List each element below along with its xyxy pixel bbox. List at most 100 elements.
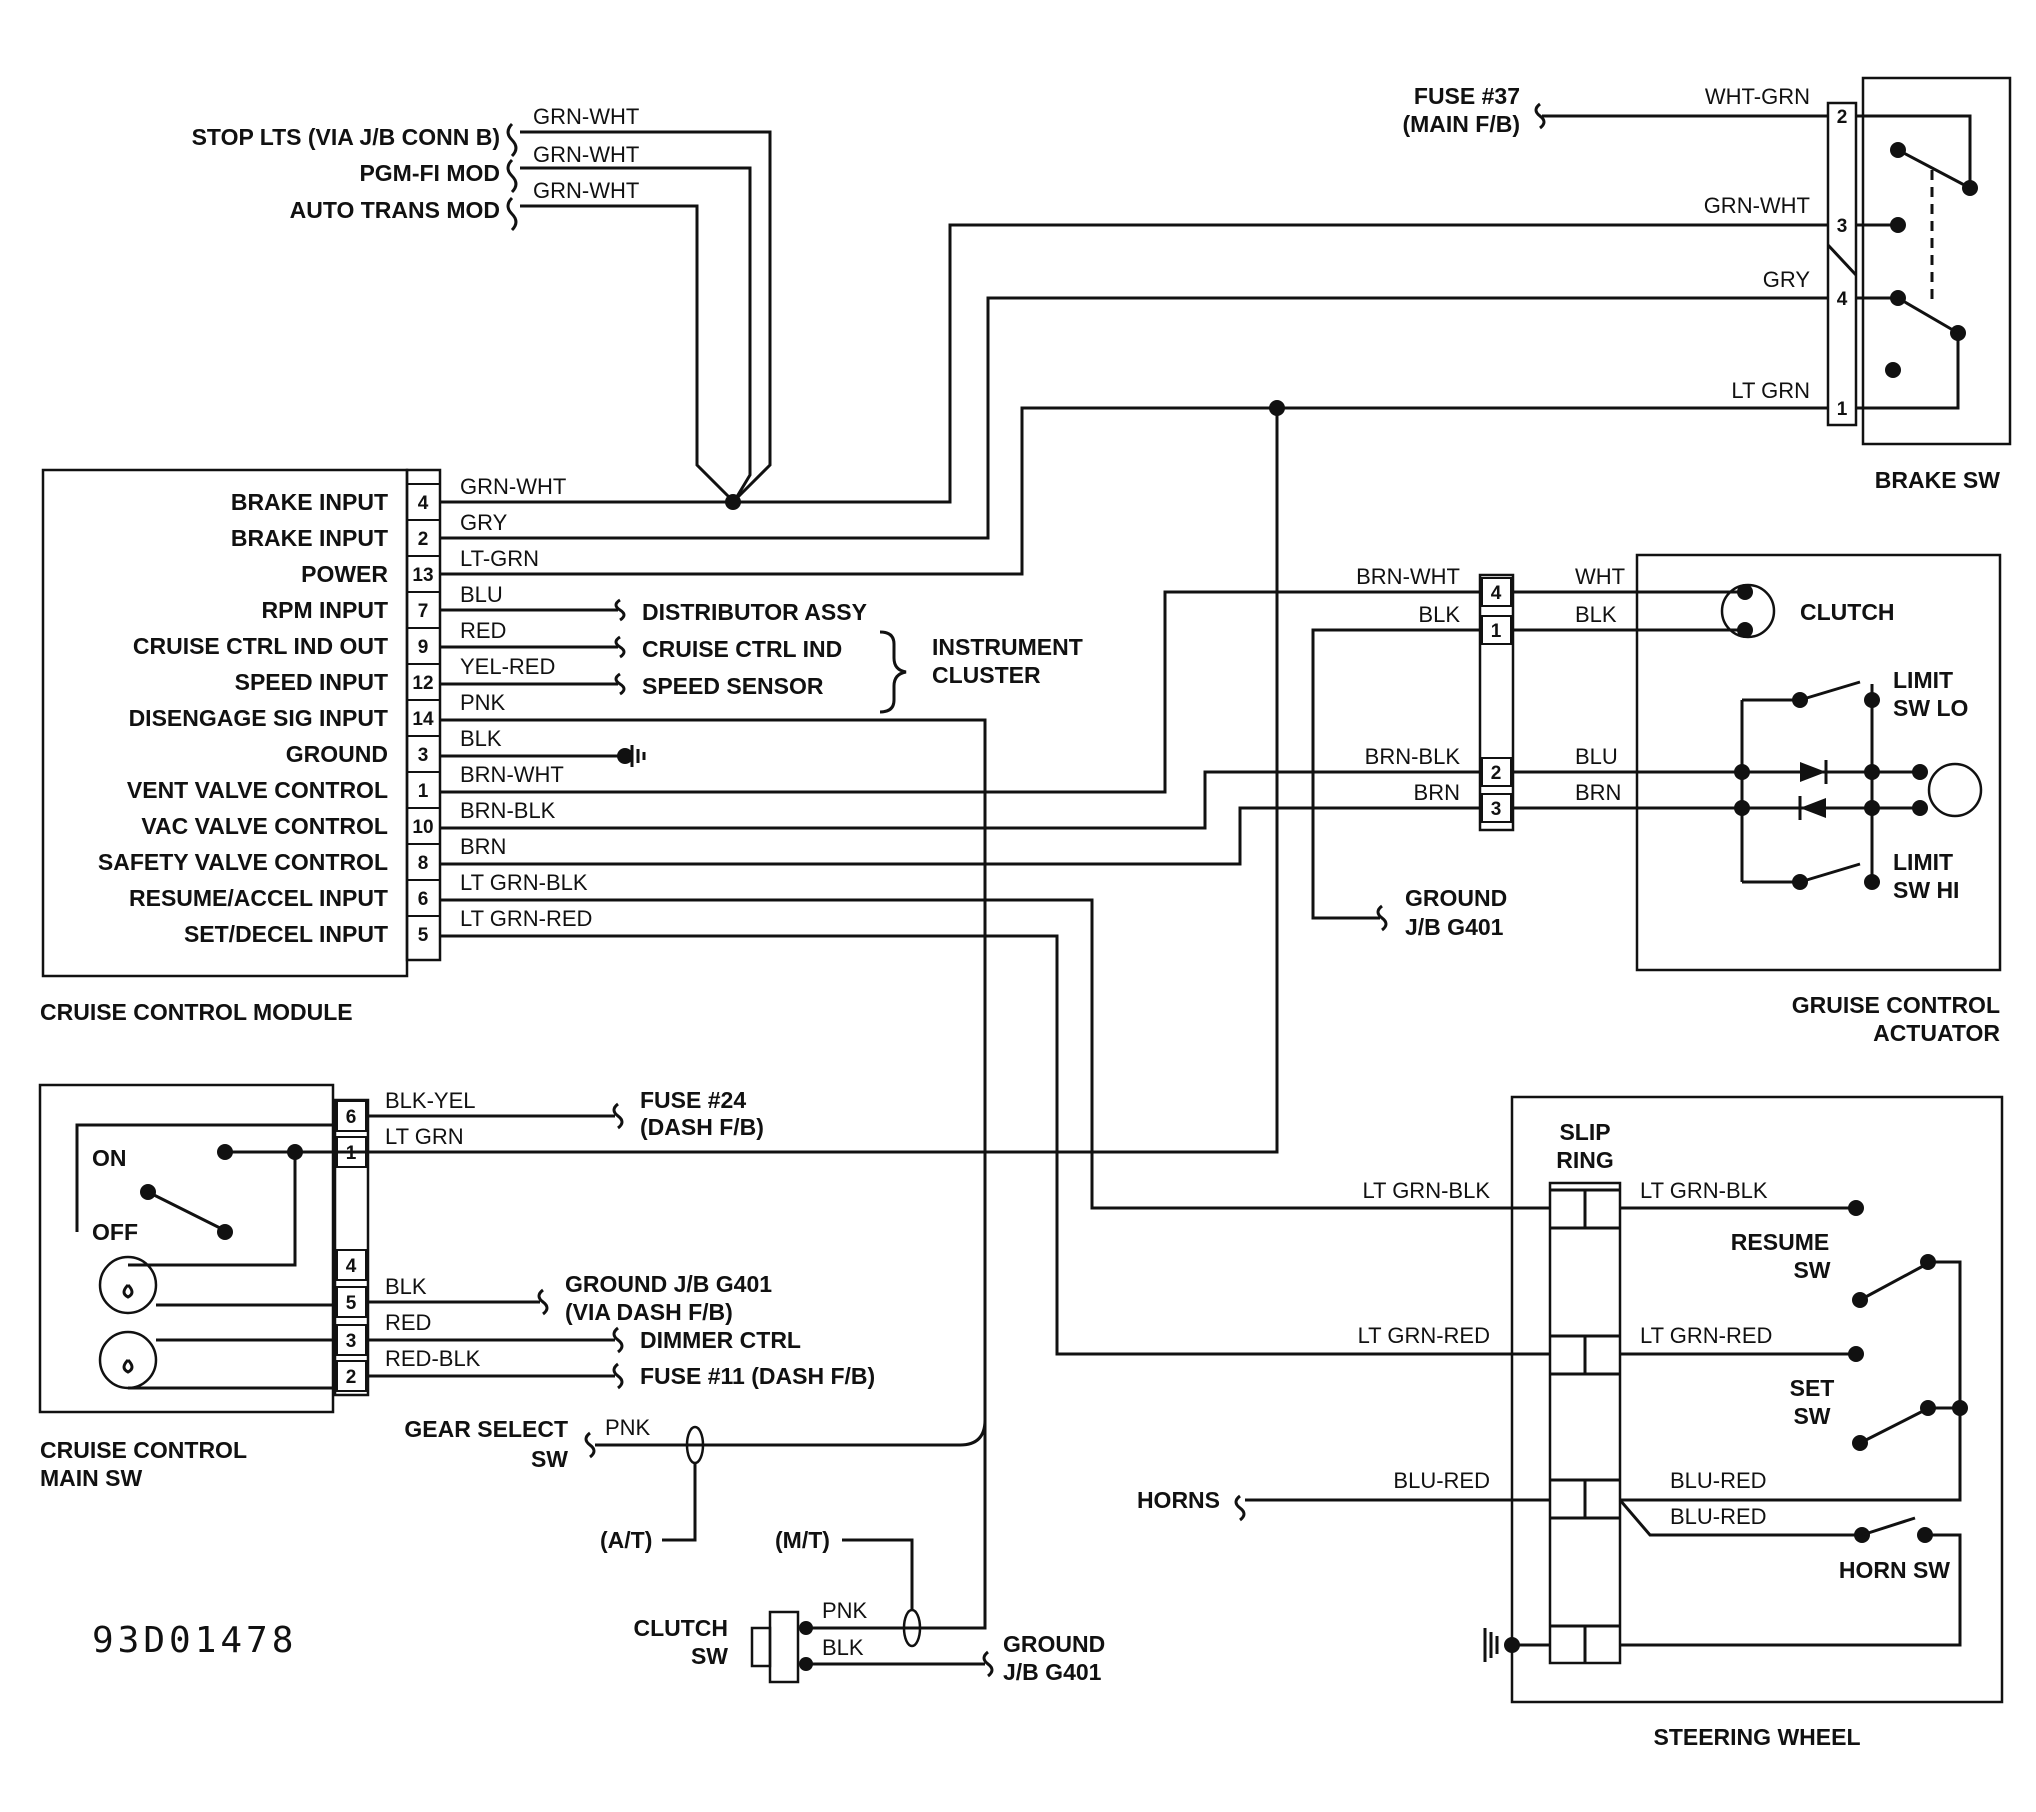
module-wire-label: YEL-RED <box>460 654 555 679</box>
actuator-wire-left: BRN-BLK <box>1365 744 1461 769</box>
pin-number: 2 <box>1837 107 1848 128</box>
switch-blade <box>1859 1408 1926 1445</box>
main-sw-pin-number: 5 <box>346 1293 357 1314</box>
connector-symbol <box>584 1431 596 1459</box>
module-pin-number: 10 <box>412 817 433 838</box>
switch-blade <box>1897 296 1959 335</box>
connector-divider <box>1826 243 1858 277</box>
clutch-sw-label: CLUTCH <box>633 1615 728 1641</box>
splice-dot <box>1912 764 1928 780</box>
wire-label: BLU-RED <box>1670 1468 1767 1493</box>
wire-label: WHT-GRN <box>1705 84 1810 109</box>
connector-pin-cell <box>1481 615 1512 645</box>
diode-icon <box>1800 762 1826 782</box>
wire-stop-lts <box>520 130 772 502</box>
module-pin-number: 7 <box>418 601 429 622</box>
contact-dot <box>1885 362 1901 378</box>
module-wire-label: LT-GRN <box>460 546 539 571</box>
wire-label: BLU-RED <box>1670 1504 1767 1529</box>
wire-label: BLU-RED <box>1393 1468 1490 1493</box>
main-sw-label: CRUISE CONTROL <box>40 1437 247 1463</box>
actuator-wire-left: BRN <box>1414 780 1460 805</box>
wire-brake-input-gry <box>440 296 1828 540</box>
wire-label: PNK <box>605 1415 651 1440</box>
connector-symbol <box>612 1102 624 1130</box>
actuator-box <box>1635 553 2002 972</box>
wire-label: RED <box>385 1310 431 1335</box>
splice-dot <box>1734 800 1750 816</box>
limit-sw-hi-label: LIMIT <box>1893 849 1953 875</box>
module-wire-label: RED <box>460 618 506 643</box>
contact-dot <box>1737 622 1753 638</box>
clutch-label: CLUTCH <box>1800 599 1895 625</box>
main-sw-box <box>38 1083 335 1414</box>
main-sw-pin-number: 4 <box>346 1256 357 1277</box>
module-pin-number: 8 <box>418 853 429 874</box>
option-marker <box>902 1608 922 1648</box>
module-connector <box>405 468 442 962</box>
module-pin-number: 2 <box>418 529 429 550</box>
wire-auto-trans <box>520 204 734 502</box>
clutch-sw-label: SW <box>691 1643 728 1669</box>
steering-wheel-label: STEERING WHEEL <box>1653 1724 1860 1750</box>
connector-symbol <box>506 158 518 194</box>
actuator-connector <box>1478 573 1515 832</box>
connector-symbol <box>612 1362 624 1390</box>
module-pin-label: RPM INPUT <box>262 597 389 623</box>
distributor-label: DISTRIBUTOR ASSY <box>642 599 867 625</box>
module-pin-label: CRUISE CTRL IND OUT <box>133 633 388 659</box>
connector-pin-cell <box>336 1249 367 1281</box>
module-pin-number: 12 <box>412 673 433 694</box>
module-wire-label: GRY <box>460 510 508 535</box>
bulb-wires <box>128 1303 335 1390</box>
switch-blade <box>147 1190 221 1230</box>
main-sw-label: MAIN SW <box>40 1465 143 1491</box>
contact-dot <box>1848 1346 1864 1362</box>
steering-wheel-box <box>1510 1095 2004 1704</box>
fuse-37-label: (MAIN F/B) <box>1402 111 1520 137</box>
module-pin-label: SAFETY VALVE CONTROL <box>98 849 388 875</box>
wire-label: LT GRN-BLK <box>1640 1178 1768 1203</box>
connector-symbol <box>1376 904 1388 932</box>
fuse-24-label: FUSE #24 <box>640 1087 746 1113</box>
actuator-label: ACTUATOR <box>1873 1020 2000 1046</box>
connector-symbol <box>982 1650 994 1678</box>
wire-label: GRN-WHT <box>1704 193 1810 218</box>
connector-pin-cell <box>1481 757 1512 787</box>
actuator-wire-left: BRN-WHT <box>1356 564 1460 589</box>
connector-pin-cell <box>1481 793 1512 823</box>
connector-symbol <box>612 1326 624 1354</box>
connector-pin-cell <box>336 1324 367 1356</box>
connector-pin-cell <box>336 1286 367 1318</box>
ground-g401-clutch-label: GROUND <box>1003 1631 1105 1657</box>
wire-at <box>662 1463 697 1542</box>
switch-blade <box>1861 1516 1916 1537</box>
contact-dot <box>217 1144 233 1160</box>
connector-symbol <box>614 672 626 696</box>
wire-mt <box>842 1538 914 1610</box>
module-pin-number: 14 <box>412 709 434 730</box>
connector-symbol <box>506 122 518 158</box>
contact-dot <box>1920 1400 1936 1416</box>
fuse-11-label: FUSE #11 (DASH F/B) <box>640 1363 875 1389</box>
contact-dot <box>799 1621 813 1635</box>
instrument-cluster-label: CLUSTER <box>932 662 1041 688</box>
module-wire-label: BRN-BLK <box>460 798 556 823</box>
slip-ring <box>1548 1181 1622 1665</box>
actuator-wire-left: BLK <box>1418 602 1460 627</box>
module-pin-label: BRAKE INPUT <box>231 489 388 515</box>
module-wire-label: GRN-WHT <box>460 474 566 499</box>
off-label: OFF <box>92 1219 138 1245</box>
set-sw-label: SW <box>1793 1403 1830 1429</box>
wire-brake-input-grn-wht <box>440 223 1828 504</box>
module-pin-label: SPEED INPUT <box>235 669 388 695</box>
pin-number: 1 <box>1837 399 1848 420</box>
module-pin-label: VENT VALVE CONTROL <box>127 777 388 803</box>
contact-dot <box>1848 1200 1864 1216</box>
splice-dot <box>1864 764 1880 780</box>
wire-vent-brn-wht <box>440 590 1480 794</box>
wire-label: GRY <box>1763 267 1811 292</box>
splice-dot <box>1734 764 1750 780</box>
